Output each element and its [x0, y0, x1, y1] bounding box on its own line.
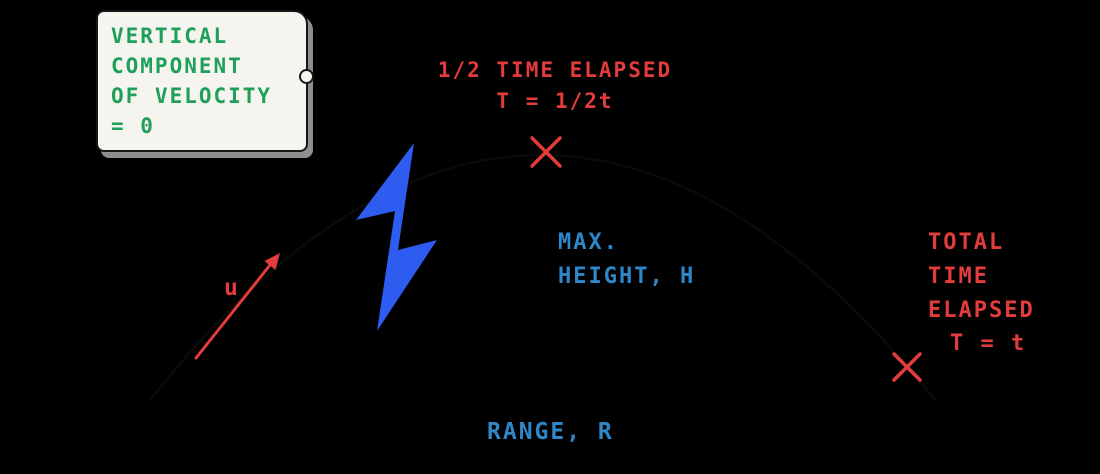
note-line: VERTICAL	[111, 24, 229, 48]
half-time-equation: T = 1/2t	[496, 89, 614, 113]
note-connector-knob	[299, 69, 314, 84]
total-time-line: TIME	[928, 264, 989, 289]
half-time-label-group: 1/2 TIME ELAPSED T = 1/2t	[415, 58, 695, 113]
half-time-label: 1/2 TIME ELAPSED	[437, 58, 673, 82]
trajectory-path	[149, 153, 936, 401]
total-time-line: TOTAL	[928, 230, 1005, 255]
total-time-label: TOTAL TIME ELAPSED	[928, 226, 1035, 328]
note-line: COMPONENT	[111, 54, 243, 78]
apex-x-marker	[530, 136, 562, 168]
max-height-line2: HEIGHT, H	[558, 264, 696, 289]
total-time-line: ELAPSED	[928, 298, 1035, 323]
landing-x-marker	[892, 352, 922, 382]
max-height-bolt-arrow	[356, 143, 437, 331]
total-time-equation: T = t	[950, 331, 1027, 356]
max-height-label: MAX. HEIGHT, H	[558, 226, 695, 294]
note-line: OF VELOCITY	[111, 84, 273, 108]
velocity-label: u	[224, 275, 239, 301]
note-card: VERTICAL COMPONENT OF VELOCITY = 0	[96, 10, 308, 152]
velocity-arrow	[194, 253, 280, 360]
range-label: RANGE, R	[487, 419, 614, 445]
max-height-line1: MAX.	[558, 230, 619, 255]
note-line: = 0	[111, 114, 155, 138]
